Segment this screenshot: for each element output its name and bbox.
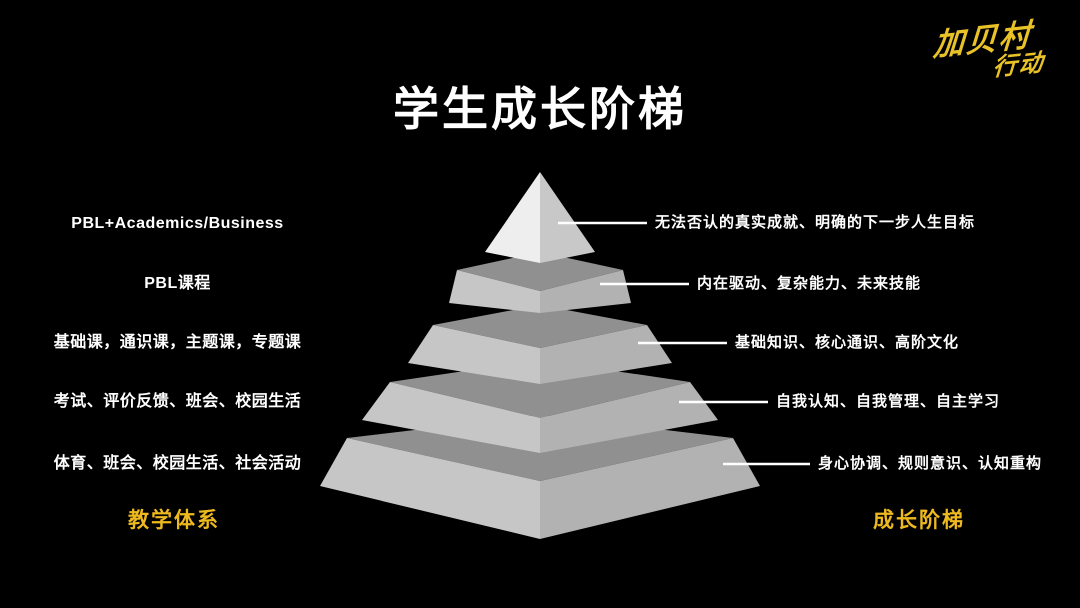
tier-5-right-face <box>540 438 760 539</box>
tier-4-top-face <box>390 360 690 418</box>
tier-2-right-face <box>540 270 631 313</box>
teaching-item-2: PBL课程 <box>144 275 211 292</box>
growth-ladder-heading: 成长阶梯 <box>873 509 965 532</box>
growth-item-1: 无法否认的真实成就、明确的下一步人生目标 <box>655 214 976 231</box>
tier-2-left-face <box>449 270 540 313</box>
page-title: 学生成长阶梯 <box>393 83 687 135</box>
growth-item-5: 身心协调、规则意识、认知重构 <box>818 455 1043 472</box>
tier-4-left-face <box>362 382 540 453</box>
growth-item-4: 自我认知、自我管理、自主学习 <box>776 393 1001 410</box>
tier-4-right-face <box>540 382 718 453</box>
teaching-item-1: PBL+Academics/Business <box>71 215 284 232</box>
growth-item-2: 内在驱动、复杂能力、未来技能 <box>697 275 922 292</box>
tier-3-left-face <box>408 325 540 384</box>
tier-3-top-face <box>433 305 647 348</box>
tier-2-top-face <box>457 252 623 291</box>
teaching-item-5: 体育、班会、校园生活、社会活动 <box>53 455 302 472</box>
teaching-system-heading: 教学体系 <box>128 509 220 532</box>
tier-5-left-face <box>320 438 540 539</box>
tier-1-left-face <box>485 172 540 263</box>
teaching-item-4: 考试、评价反馈、班会、校园生活 <box>53 393 302 410</box>
growth-item-3: 基础知识、核心通识、高阶文化 <box>735 334 960 351</box>
teaching-item-3: 基础课，通识课，主题课，专题课 <box>53 334 302 351</box>
tier-1-right-face <box>540 172 595 263</box>
tier-3-right-face <box>540 325 672 384</box>
